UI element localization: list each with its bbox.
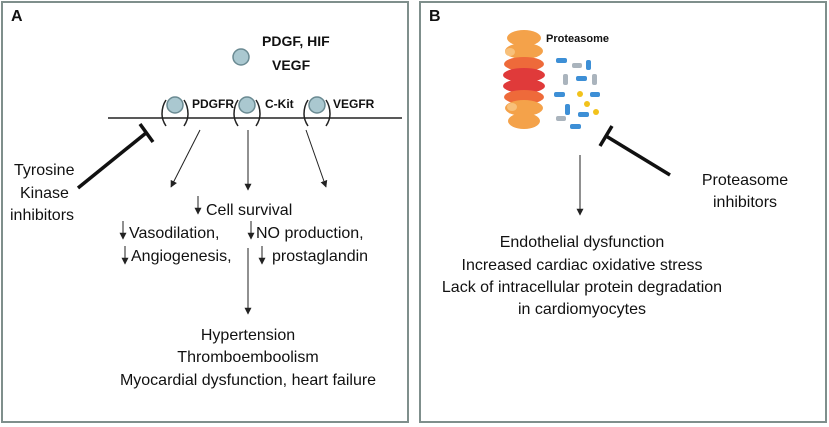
receptor-label-pdgfr: PDGFR <box>192 97 234 111</box>
proteasome-inhibitor-label-1: Proteasome <box>702 172 788 189</box>
panel-b-letter: B <box>429 8 441 25</box>
protein-fragments <box>554 58 600 129</box>
outcome-label-1: Hypertension <box>201 327 295 344</box>
receptor-label-vegfr: VEGFR <box>333 97 375 111</box>
proteasome-inhibitor-label-2: inhibitors <box>713 194 777 211</box>
tki-inhibition-symbol <box>76 122 155 190</box>
proteasome-inhibition-symbol <box>598 125 671 177</box>
proteasome-label: Proteasome <box>546 33 609 45</box>
panel-a-frame <box>1 1 409 423</box>
effect-label-4: in cardiomyocytes <box>518 301 646 318</box>
effect-label-1: Endothelial dysfunction <box>500 234 665 251</box>
tki-label-3: inhibitors <box>10 207 74 224</box>
effect-label-3: Lack of intracellular protein degradatio… <box>442 279 722 296</box>
proteasome-illustration <box>503 30 545 129</box>
ligand-circle <box>232 48 250 66</box>
receptor-pdgfr: PDGFR <box>161 96 234 127</box>
outcome-label-2: Thromboemboolism <box>177 349 318 366</box>
vasodilation-label: Vasodilation, <box>129 225 219 242</box>
arrow-vegfr-down <box>305 129 328 188</box>
receptor-vegfr: VEGFR <box>303 96 375 127</box>
no-production-label: NO production, <box>256 225 364 242</box>
panel-a-letter: A <box>11 8 23 25</box>
ligand-label-1: PDGF, HIF <box>262 33 330 49</box>
angiogenesis-label: Angiogenesis, <box>131 248 232 265</box>
effect-label-2: Increased cardiac oxidative stress <box>462 257 703 274</box>
panel-b-frame <box>419 1 827 423</box>
tki-label-2: Kinase <box>20 185 69 202</box>
outcome-label-3: Myocardial dysfunction, heart failure <box>120 372 376 389</box>
tki-label-1: Tyrosine <box>14 162 75 179</box>
arrow-pdgfr-down <box>170 129 201 188</box>
panel-a: A PDGF, HIF VEGF PDGFR C-Kit VEGFR <box>1 1 409 423</box>
ligand-label-2: VEGF <box>272 57 311 73</box>
receptor-ckit: C-Kit <box>233 96 294 127</box>
prostaglandin-label: prostaglandin <box>272 248 368 265</box>
cell-survival-label: Cell survival <box>206 202 292 219</box>
receptor-label-ckit: C-Kit <box>265 97 294 111</box>
panel-b: B Proteasome <box>419 1 827 423</box>
